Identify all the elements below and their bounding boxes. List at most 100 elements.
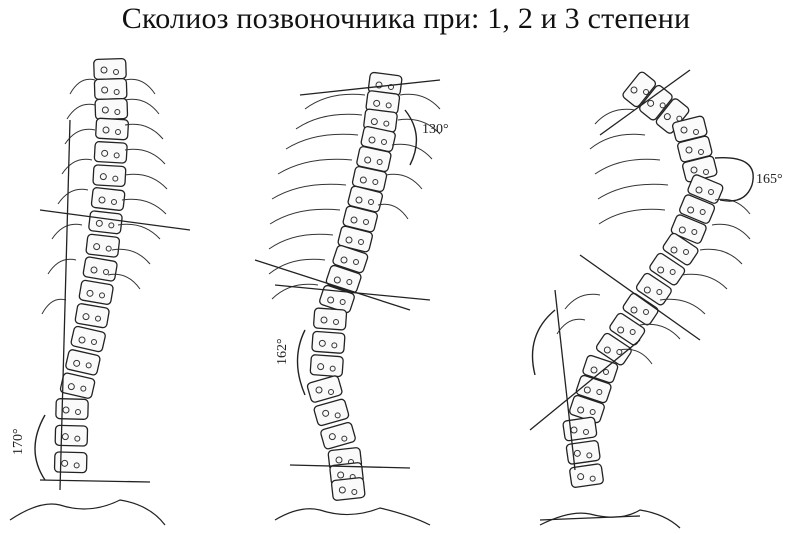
angle-label-degree-2-top: 130° bbox=[422, 122, 449, 137]
rib bbox=[397, 118, 441, 135]
vertebra-detail bbox=[73, 462, 80, 469]
vertebra-detail bbox=[630, 306, 638, 314]
rib bbox=[111, 248, 151, 265]
rib bbox=[699, 248, 743, 265]
angle-line bbox=[579, 254, 701, 341]
vertebra-detail bbox=[113, 89, 120, 95]
vertebra-detail bbox=[603, 369, 609, 375]
vertebra-detail bbox=[616, 349, 623, 355]
rib bbox=[594, 108, 636, 125]
vertebra bbox=[639, 84, 673, 121]
vertebra-detail bbox=[105, 245, 112, 252]
angle-line bbox=[289, 464, 411, 469]
vertebra-detail bbox=[90, 266, 98, 274]
vertebra-detail bbox=[341, 435, 348, 442]
vertebra-detail bbox=[703, 169, 709, 175]
pelvis-outline bbox=[539, 509, 681, 529]
vertebra bbox=[330, 477, 366, 501]
vertebra-detail bbox=[333, 319, 339, 325]
vertebra-detail bbox=[353, 259, 359, 265]
vertebra-detail bbox=[683, 249, 689, 255]
vertebra bbox=[94, 97, 129, 121]
vertebra-detail bbox=[334, 412, 341, 419]
vertebra-detail bbox=[670, 246, 678, 254]
vertebra-detail bbox=[99, 292, 105, 299]
vertebra-detail bbox=[113, 152, 120, 159]
rib bbox=[124, 148, 166, 165]
vertebra-detail bbox=[583, 386, 591, 394]
vertebra bbox=[679, 194, 716, 224]
vertebra-detail bbox=[656, 289, 663, 295]
vertebra-detail bbox=[317, 363, 325, 371]
vertebra-detail bbox=[376, 159, 383, 165]
vertebra bbox=[309, 354, 344, 378]
vertebra-detail bbox=[318, 339, 326, 347]
angle-lines bbox=[39, 69, 701, 521]
rib bbox=[124, 123, 164, 140]
vertebra-detail bbox=[643, 89, 649, 95]
rib bbox=[124, 78, 156, 95]
rib bbox=[124, 98, 160, 115]
curve-arc bbox=[714, 157, 754, 202]
vertebra bbox=[649, 252, 686, 286]
vertebra bbox=[93, 77, 128, 101]
vertebra bbox=[53, 451, 88, 474]
vertebra-detail bbox=[669, 269, 676, 275]
angle-label-degree-2-side: 162° bbox=[275, 338, 290, 365]
rib bbox=[271, 183, 347, 200]
rib bbox=[385, 173, 423, 190]
vertebra-detail bbox=[338, 486, 346, 494]
vertebra-detail bbox=[573, 449, 581, 457]
spine-degree-1 bbox=[41, 57, 168, 474]
vertebra-detail bbox=[373, 99, 381, 107]
rib bbox=[277, 158, 353, 175]
vertebra-detail bbox=[340, 256, 348, 264]
rib bbox=[117, 223, 161, 240]
rib bbox=[714, 198, 751, 215]
vertebra-detail bbox=[370, 118, 378, 126]
vertebra-detail bbox=[680, 126, 688, 134]
vertebra bbox=[565, 440, 601, 465]
rib bbox=[121, 198, 167, 215]
vertebra-detail bbox=[74, 435, 81, 442]
angle-label-degree-3: 165° bbox=[756, 172, 783, 187]
vertebra-detail bbox=[577, 473, 585, 481]
vertebra-detail bbox=[111, 199, 117, 205]
vertebra-detail bbox=[695, 186, 703, 194]
vertebra-detail bbox=[375, 81, 383, 89]
vertebra-detail bbox=[659, 102, 666, 109]
rib bbox=[295, 113, 363, 130]
vertebra-detail bbox=[80, 385, 87, 392]
rib bbox=[391, 143, 433, 160]
spine-degree-3 bbox=[556, 71, 751, 488]
vertebra-detail bbox=[86, 289, 94, 297]
vertebra-detail bbox=[337, 471, 345, 479]
rib bbox=[377, 203, 409, 220]
vertebra-detail bbox=[643, 309, 649, 315]
vertebra-detail bbox=[113, 69, 119, 75]
vertebra bbox=[88, 210, 123, 235]
rib bbox=[597, 183, 669, 200]
vertebra bbox=[311, 330, 346, 354]
vertebra bbox=[595, 332, 632, 366]
vertebra-detail bbox=[108, 222, 115, 229]
vertebra-detail bbox=[583, 429, 589, 435]
vertebra-detail bbox=[328, 389, 334, 395]
curve-arc bbox=[296, 329, 306, 396]
rib bbox=[619, 348, 653, 365]
vertebra-detail bbox=[315, 386, 323, 394]
vertebra-detail bbox=[647, 99, 655, 107]
curve-arc bbox=[404, 109, 418, 166]
vertebra-detail bbox=[351, 489, 358, 495]
vertebra-detail bbox=[708, 189, 714, 195]
vertebra-detail bbox=[346, 279, 353, 285]
angle-line bbox=[554, 289, 576, 471]
vertebra bbox=[74, 303, 110, 329]
vertebra-detail bbox=[101, 86, 109, 94]
vertebra bbox=[313, 398, 350, 427]
vertebra-detail bbox=[657, 266, 665, 274]
vertebra-detail bbox=[685, 146, 693, 154]
vertebra bbox=[332, 244, 369, 274]
vertebra bbox=[93, 57, 127, 81]
